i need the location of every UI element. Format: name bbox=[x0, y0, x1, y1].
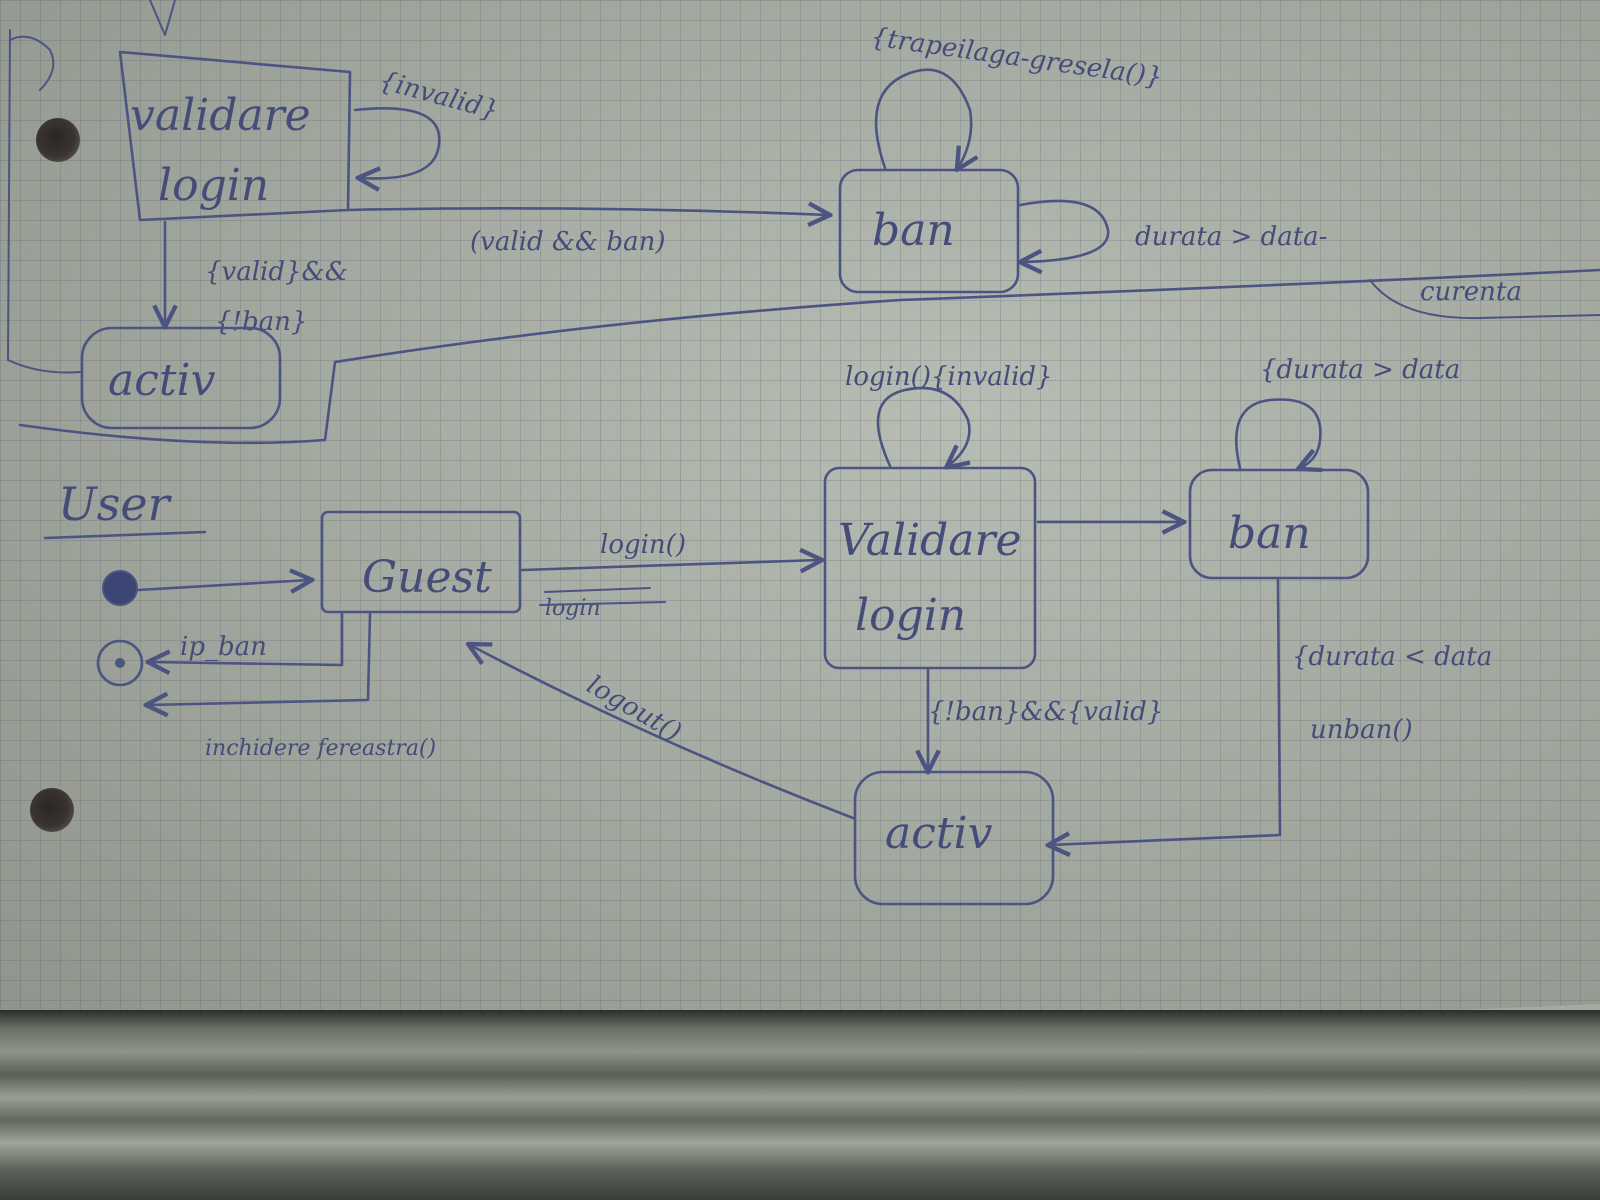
arrow-durata-cont bbox=[1369, 279, 1600, 320]
label-ban-self: {trapeilaga-gresela()} bbox=[869, 22, 1164, 93]
label-durata-cont: curenta bbox=[1420, 277, 1522, 307]
left-border-line bbox=[6, 29, 81, 374]
state-validare-login-top-line2: login bbox=[158, 160, 269, 211]
strikethrough bbox=[539, 587, 666, 606]
state-ban-user bbox=[1188, 468, 1370, 580]
self-loop-durata-user bbox=[1235, 398, 1320, 469]
state-guest bbox=[320, 510, 522, 614]
self-loop-login-invalid bbox=[876, 386, 971, 466]
initial-state-dot bbox=[102, 570, 138, 606]
label-login-struck: login bbox=[545, 596, 601, 621]
label-ip-ban: ip_ban bbox=[180, 632, 267, 662]
fabric-background bbox=[0, 1010, 1600, 1200]
arrow-guest-to-validare bbox=[520, 560, 820, 570]
final-state-outer bbox=[96, 639, 144, 687]
state-guest-label: Guest bbox=[362, 552, 492, 603]
self-loop-ban-top bbox=[874, 68, 971, 168]
label-login: login() bbox=[600, 530, 686, 560]
diagram-title-user: User bbox=[58, 477, 173, 531]
label-valid-not-ban-1: {valid}&& bbox=[205, 257, 348, 287]
arrow-initial-to-guest bbox=[136, 580, 310, 590]
graph-paper bbox=[0, 0, 1600, 1035]
label-login-invalid: login(){invalid} bbox=[845, 362, 1053, 392]
label-valid-not-ban-2: {!ban} bbox=[215, 307, 307, 337]
self-loop-invalid bbox=[353, 107, 441, 178]
label-invalid: {invalid} bbox=[376, 66, 501, 126]
state-activ-user bbox=[853, 770, 1055, 906]
arrow-validare-to-ban bbox=[346, 208, 828, 215]
arrow-ban-to-activ-user bbox=[1050, 578, 1282, 845]
punch-hole-top bbox=[36, 118, 80, 162]
label-durata: durata > data- bbox=[1135, 222, 1327, 252]
partial-mark bbox=[9, 35, 55, 91]
state-validare-login-user-line2: login bbox=[855, 590, 966, 641]
state-validare-login-user-line1: Validare bbox=[838, 515, 1022, 566]
label-valid-and-ban: (valid && ban) bbox=[470, 227, 665, 257]
state-activ-user-label: activ bbox=[885, 808, 993, 859]
label-not-ban-valid: {!ban}&&{valid} bbox=[928, 697, 1163, 727]
self-loop-durata bbox=[1020, 199, 1110, 262]
state-ban-top bbox=[838, 168, 1020, 294]
punch-hole-bottom bbox=[30, 788, 74, 832]
label-durata-ban-self: {durata > data bbox=[1260, 355, 1460, 385]
state-ban-user-label: ban bbox=[1228, 508, 1311, 559]
label-inchidere: inchidere fereastra() bbox=[205, 736, 436, 761]
state-validare-login-user bbox=[823, 466, 1037, 670]
state-ban-top-label: ban bbox=[872, 205, 955, 256]
label-unban: unban() bbox=[1310, 715, 1413, 745]
title-underline bbox=[43, 530, 207, 540]
partial-arrow bbox=[149, 0, 176, 36]
arrow-activ-to-guest bbox=[470, 645, 855, 820]
final-state-inner bbox=[115, 658, 125, 668]
state-validare-login-top-line1: validare bbox=[130, 90, 311, 141]
arrow-ban-to-activ-top bbox=[18, 268, 1600, 445]
arrow-guest-ipban bbox=[150, 612, 344, 665]
state-activ-top bbox=[80, 326, 282, 430]
arrow-guest-inchidere bbox=[148, 612, 372, 705]
label-durata-unban: {durata < data bbox=[1292, 642, 1492, 672]
state-activ-top-label: activ bbox=[108, 355, 216, 406]
